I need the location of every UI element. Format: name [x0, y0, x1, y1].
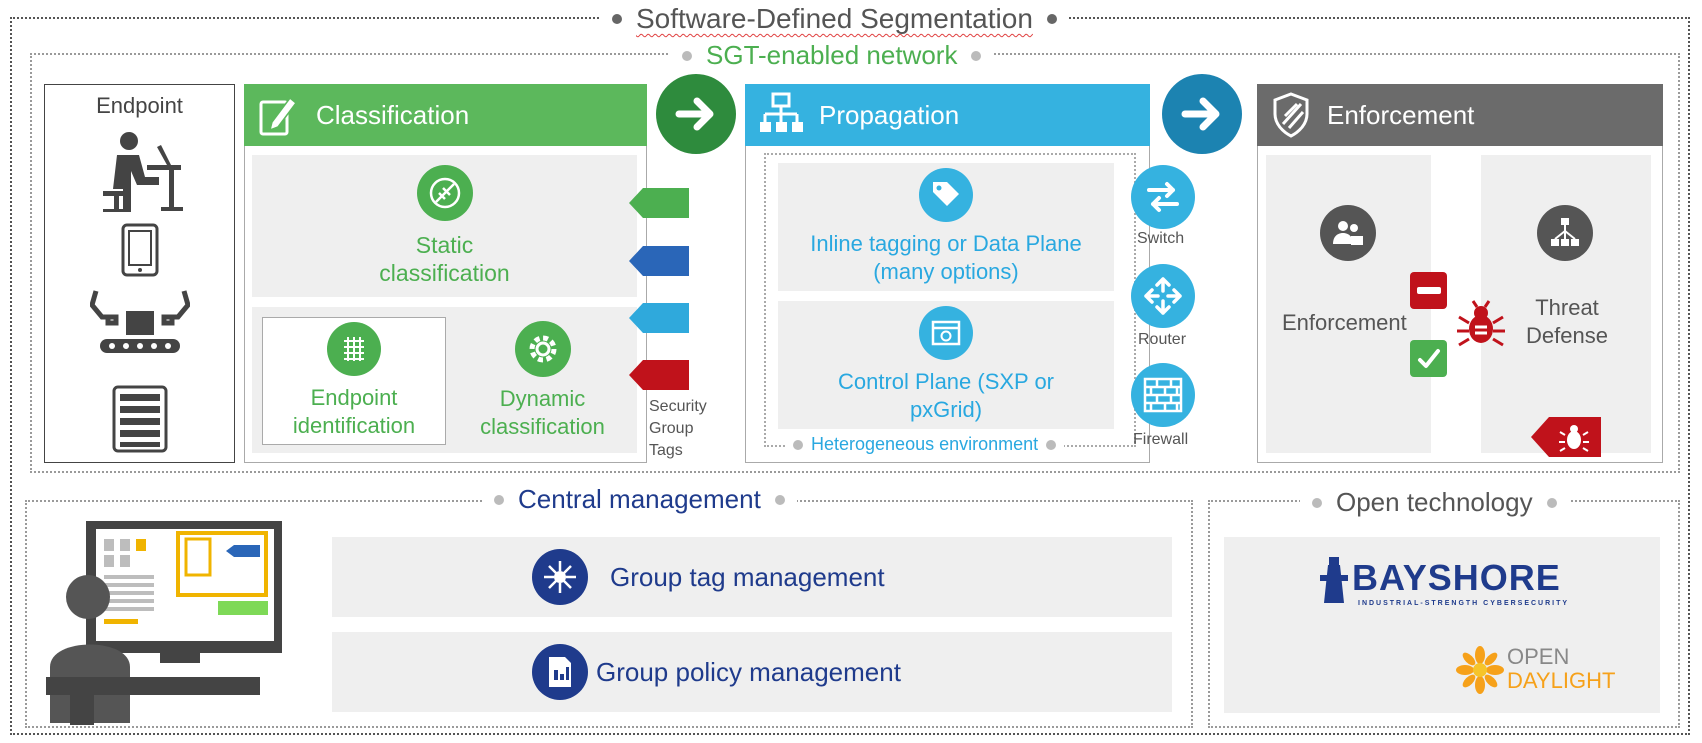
- static-classification-icon: [416, 165, 473, 221]
- tag-red-icon: [629, 360, 689, 390]
- static-classification-label: Static classification: [379, 232, 510, 286]
- tag-icon: [919, 168, 973, 222]
- security-group-tags-label: Security Group Tags: [649, 398, 707, 459]
- policy-document-icon: [532, 644, 588, 700]
- switch-icon: [1131, 165, 1195, 229]
- switch-label: Switch: [1137, 230, 1185, 247]
- partner-logos-panel: [1224, 537, 1660, 713]
- network-hierarchy-icon: [760, 92, 803, 132]
- group-policy-management-panel: Group policy management: [332, 632, 1172, 712]
- group-tag-management-panel: Group tag management: [332, 537, 1172, 617]
- sgt-network-text: SGT-enabled network: [706, 40, 958, 70]
- threat-network-icon: [1537, 205, 1593, 261]
- enforcement-left-panel: [1266, 155, 1431, 453]
- endpoint-identification-card: Endpoint identification: [262, 317, 446, 445]
- open-technology-text: Open technology: [1336, 487, 1533, 517]
- server-icon: [112, 385, 168, 453]
- bayshore-logo: BAYSHORE INDUSTRIAL-STRENGTH CYBERSECURI…: [1318, 555, 1580, 611]
- users-icon: [1320, 205, 1376, 261]
- bayshore-name: BAYSHORE: [1352, 557, 1561, 598]
- robotic-arms-icon: [90, 290, 190, 353]
- odl-line2: DAYLIGHT: [1507, 668, 1616, 693]
- arrow-right-icon: [1162, 74, 1242, 154]
- odl-line1: OPEN: [1507, 644, 1570, 669]
- inline-tagging-label: Inline tagging or Data Plane (many optio…: [810, 231, 1082, 284]
- person-at-desk-icon: [103, 132, 183, 212]
- arrow-right-icon: [656, 74, 736, 154]
- heterogeneous-text: Heterogeneous environment: [811, 434, 1039, 454]
- propagation-header: Propagation: [745, 84, 1150, 146]
- enforcement-title: Enforcement: [1327, 99, 1475, 130]
- enforcement-label: Enforcement: [1282, 310, 1407, 335]
- firewall-label: Firewall: [1133, 431, 1189, 448]
- firewall-icon: [1131, 363, 1195, 427]
- heterogeneous-title: Heterogeneous environment: [785, 434, 1065, 455]
- opendaylight-logo: OPEN DAYLIGHT: [1455, 640, 1625, 700]
- gear-icon: [514, 321, 571, 377]
- tag-green-icon: [629, 188, 689, 218]
- control-plane-icon: [919, 306, 973, 360]
- threat-defense-panel: [1481, 155, 1651, 453]
- group-tag-icon: [532, 549, 588, 605]
- propagation-title: Propagation: [819, 99, 960, 130]
- static-classification-panel: Static classification: [252, 155, 637, 297]
- bug-icon: [1457, 300, 1505, 347]
- admin-workstation-icon: [46, 521, 282, 725]
- open-technology-title: Open technology: [1300, 487, 1569, 518]
- endpoint-label: Endpoint: [96, 93, 183, 118]
- control-plane-panel: Control Plane (SXP or pxGrid): [778, 301, 1114, 429]
- permit-check-icon: [1410, 340, 1447, 377]
- tag-blue-icon: [629, 246, 689, 276]
- lighthouse-icon: [1320, 557, 1348, 603]
- central-management-text: Central management: [518, 484, 761, 514]
- control-plane-label: Control Plane (SXP or pxGrid): [837, 369, 1055, 422]
- deny-icon: [1410, 272, 1447, 309]
- bayshore-tagline: INDUSTRIAL-STRENGTH CYBERSECURITY: [1358, 600, 1570, 607]
- main-title-text: Software-Defined Segmentation: [636, 3, 1033, 34]
- tag-bug-icon: [1531, 417, 1601, 457]
- inline-tagging-panel: Inline tagging or Data Plane (many optio…: [778, 163, 1114, 291]
- threat-defense-label: Threat Defense: [1526, 295, 1608, 348]
- endpoint-box: Endpoint: [44, 84, 235, 463]
- endpoint-identification-label: Endpoint identification: [292, 385, 416, 438]
- router-icon: [1131, 264, 1195, 328]
- fingerprint-icon: [327, 322, 381, 376]
- pencil-paper-icon: [259, 96, 298, 136]
- classification-header: Classification: [244, 84, 647, 146]
- sgt-network-title: SGT-enabled network: [670, 40, 994, 71]
- group-tag-label: Group tag management: [610, 561, 885, 592]
- shield-icon: [1273, 92, 1309, 138]
- router-label: Router: [1138, 331, 1187, 348]
- group-policy-label: Group policy management: [596, 656, 901, 687]
- tag-cyan-icon: [629, 303, 689, 333]
- sunburst-icon: [1456, 646, 1504, 694]
- tablet-icon: [121, 223, 159, 277]
- enforcement-header: Enforcement: [1257, 84, 1663, 146]
- dynamic-classification-card: Dynamic classification: [460, 317, 625, 445]
- main-title: Software-Defined Segmentation: [600, 3, 1069, 35]
- central-management-title: Central management: [482, 484, 797, 515]
- dynamic-classification-label: Dynamic classification: [480, 386, 605, 439]
- classification-title: Classification: [316, 99, 470, 130]
